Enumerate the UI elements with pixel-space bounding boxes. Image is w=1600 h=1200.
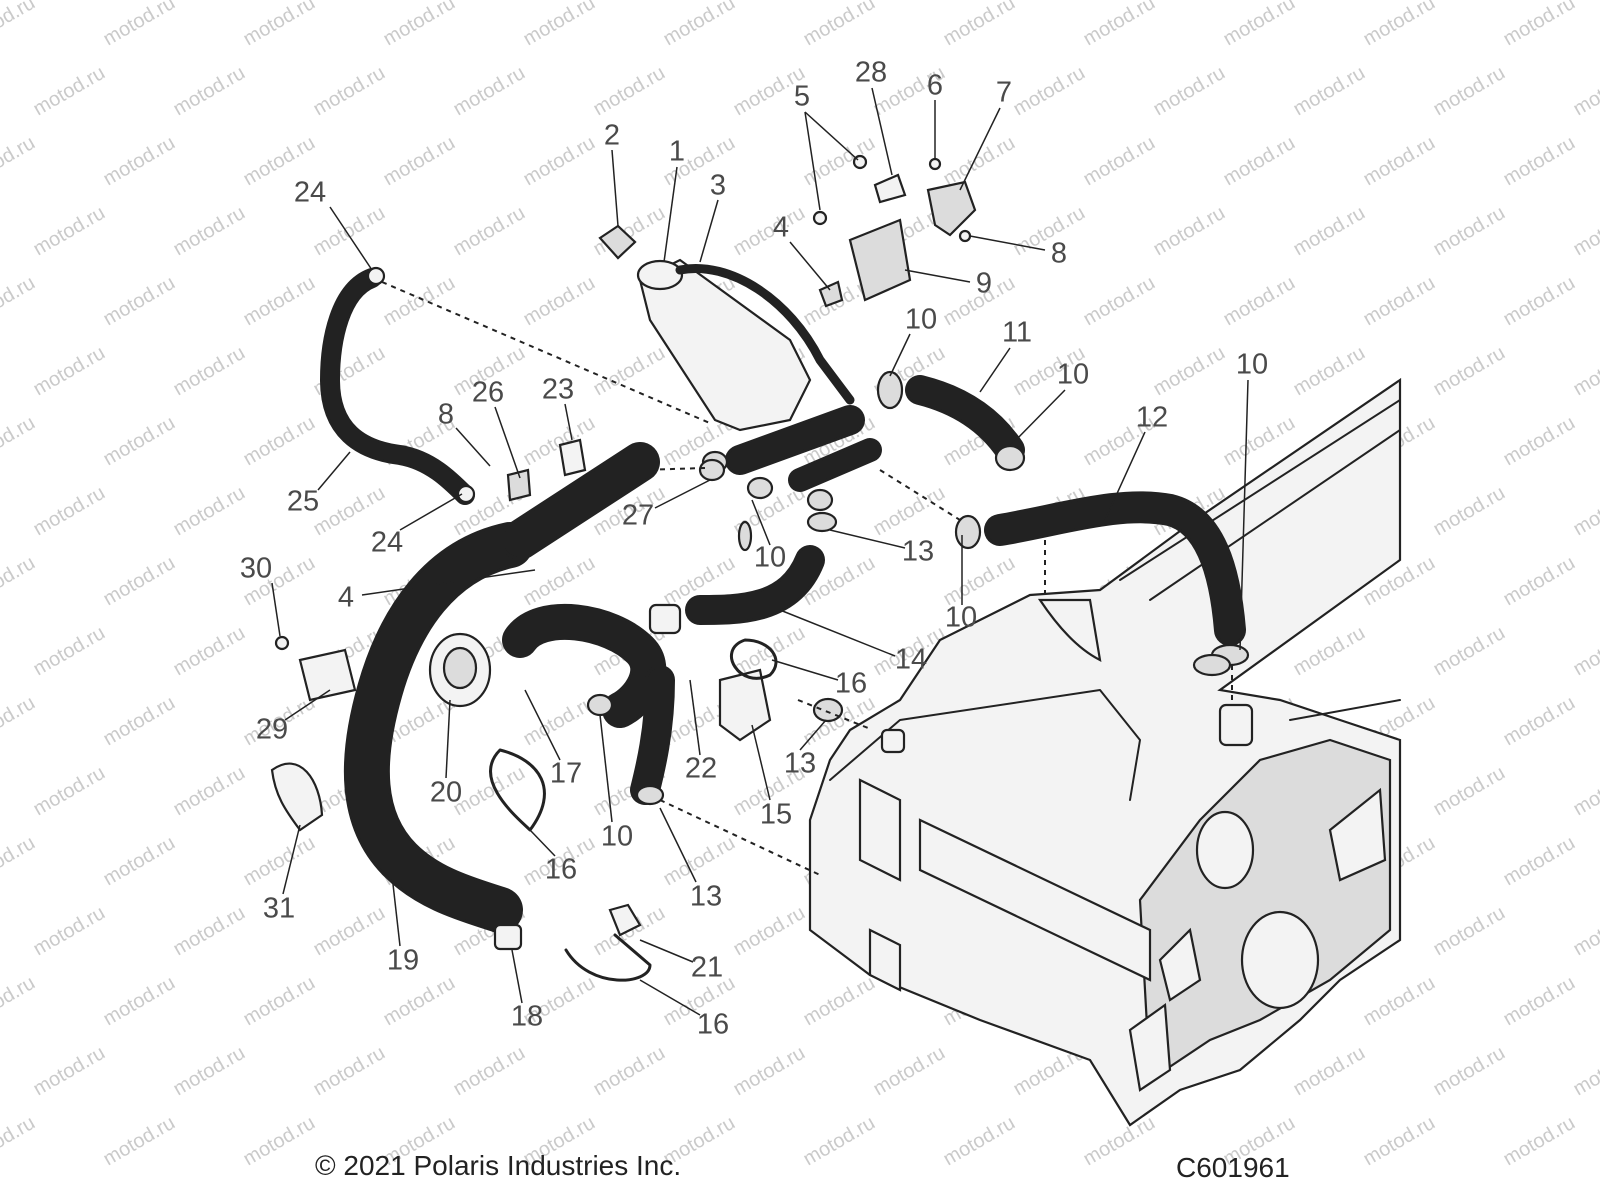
callout-7: 7	[995, 76, 1013, 109]
figure-code: C601961	[1176, 1152, 1290, 1183]
callout-23: 23	[541, 373, 575, 406]
callout-12: 12	[1135, 401, 1169, 434]
callout-14: 14	[894, 643, 928, 676]
hose-11	[876, 370, 1026, 472]
callout-24: 24	[370, 526, 404, 559]
callout-13: 13	[901, 535, 935, 568]
leader-lines	[271, 87, 1249, 1016]
hose-25	[320, 266, 476, 505]
callout-25: 25	[286, 485, 320, 518]
callout-10: 10	[753, 541, 787, 574]
callout-19: 19	[386, 944, 420, 977]
callout-24: 24	[293, 176, 327, 209]
callout-8: 8	[437, 398, 455, 431]
hose-19	[343, 522, 533, 951]
thermostat-housing	[500, 438, 660, 560]
callout-21: 21	[690, 951, 724, 984]
water-manifold	[428, 545, 825, 805]
routing-lines	[381, 281, 1233, 876]
mounting-bracket	[812, 154, 977, 308]
callout-9: 9	[975, 267, 993, 300]
callout-28: 28	[854, 56, 888, 89]
callout-6: 6	[926, 69, 944, 102]
chassis-tunnel	[808, 377, 1402, 1127]
tee-fittings	[701, 405, 882, 533]
callout-16: 16	[834, 667, 868, 700]
callout-13: 13	[689, 880, 723, 913]
callout-13: 13	[783, 747, 817, 780]
callout-10: 10	[600, 820, 634, 853]
copyright-notice: © 2021 Polaris Industries Inc.	[315, 1150, 682, 1181]
callout-10: 10	[1056, 358, 1090, 391]
callout-11: 11	[1001, 316, 1033, 349]
callout-16: 16	[544, 853, 578, 886]
callout-27: 27	[621, 499, 655, 532]
callout-1: 1	[668, 135, 686, 168]
callout-30: 30	[239, 552, 273, 585]
callout-17: 17	[549, 757, 583, 790]
callout-18: 18	[510, 1000, 544, 1033]
callout-8: 8	[1050, 237, 1068, 270]
callout-4: 4	[337, 581, 355, 614]
callout-26: 26	[471, 376, 505, 409]
callout-15: 15	[759, 798, 793, 831]
coolant-surge-tank	[598, 224, 855, 432]
callout-20: 20	[429, 776, 463, 809]
callout-31: 31	[262, 892, 296, 925]
small-parts	[270, 458, 1232, 982]
callout-29: 29	[255, 713, 289, 746]
callout-10: 10	[944, 601, 978, 634]
callout-22: 22	[684, 752, 718, 785]
callout-3: 3	[709, 169, 727, 202]
callout-16: 16	[696, 1008, 730, 1041]
callout-2: 2	[603, 119, 621, 152]
callout-10: 10	[904, 303, 938, 336]
callout-4: 4	[772, 211, 790, 244]
callout-10: 10	[1235, 348, 1269, 381]
callout-5: 5	[793, 80, 811, 113]
